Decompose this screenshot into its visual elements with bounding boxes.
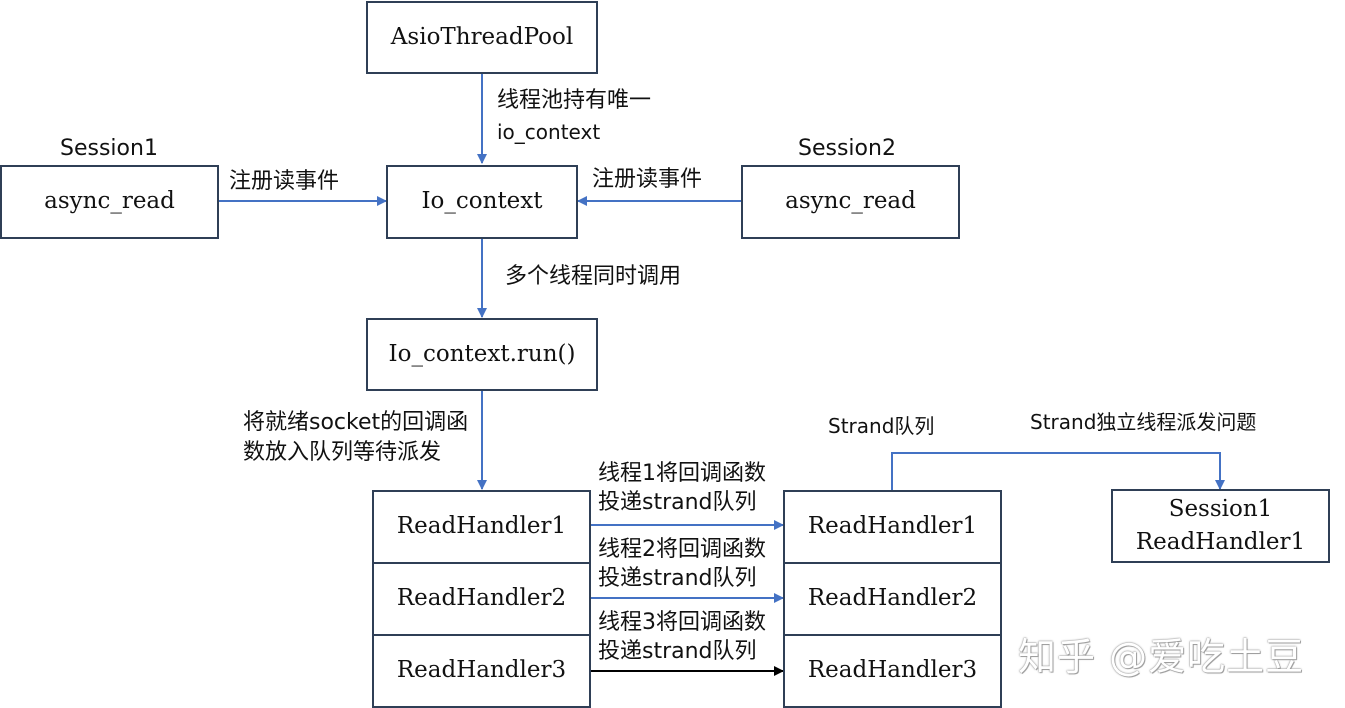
thread1-label-line1: 线程1将回调函数 [598, 461, 766, 486]
pool-unique-label-line2: io_context [497, 120, 601, 144]
thread-pool-box: AsioThreadPool [366, 1, 598, 74]
io-context-label: Io_context [421, 188, 543, 215]
register-read-right-label: 注册读事件 [592, 167, 703, 192]
queue-handler-2-label: ReadHandler2 [396, 585, 567, 612]
strand-handler-3: ReadHandler3 [783, 634, 1002, 708]
session1-async-read-label: async_read [44, 188, 175, 215]
pool-unique-label-line1: 线程池持有唯一 [497, 88, 652, 113]
thread-pool-label: AsioThreadPool [390, 23, 574, 50]
strand-dispatch-label: Strand独立线程派发问题 [1030, 410, 1257, 434]
queue-handler-3: ReadHandler3 [372, 634, 591, 708]
thread2-label-line2: 投递strand队列 [598, 566, 757, 591]
queue-handler-1-label: ReadHandler1 [396, 513, 567, 540]
thread1-label-line2: 投递strand队列 [598, 490, 757, 515]
session2-async-read-label: async_read [785, 188, 916, 215]
io-context-run-box: Io_context.run() [366, 318, 598, 391]
strand-handler-2: ReadHandler2 [783, 562, 1002, 636]
strand-handler-1: ReadHandler1 [783, 490, 1002, 564]
queue-handler-2: ReadHandler2 [372, 562, 591, 636]
strand-handler-1-label: ReadHandler1 [807, 513, 978, 540]
register-read-left-label: 注册读事件 [229, 169, 340, 194]
queue-handler-3-label: ReadHandler3 [396, 657, 567, 684]
dispatched-handler-box: Session1 ReadHandler1 [1111, 489, 1330, 563]
arrow-strand-to-dispatch [891, 452, 1225, 490]
session1-async-read-box: async_read [0, 165, 219, 239]
thread2-label-line1: 线程2将回调函数 [598, 537, 766, 562]
io-context-box: Io_context [386, 165, 578, 239]
strand-handler-2-label: ReadHandler2 [807, 585, 978, 612]
ready-callback-label-line2: 数放入队列等待派发 [243, 440, 442, 465]
dispatched-line-1: Session1 [1168, 495, 1273, 522]
watermark: 知乎 @爱吃土豆 [1018, 635, 1305, 679]
session2-async-read-box: async_read [741, 165, 960, 239]
strand-handler-3-label: ReadHandler3 [807, 657, 978, 684]
queue-handler-1: ReadHandler1 [372, 490, 591, 564]
dispatched-line-2: ReadHandler1 [1135, 529, 1306, 555]
multi-thread-call-label: 多个线程同时调用 [505, 264, 682, 289]
io-context-run-label: Io_context.run() [388, 340, 576, 367]
strand-queue-label: Strand队列 [828, 414, 935, 438]
session2-title: Session2 [798, 136, 896, 161]
session1-title: Session1 [60, 136, 158, 161]
thread3-label-line2: 投递strand队列 [598, 639, 757, 664]
thread3-label-line1: 线程3将回调函数 [598, 610, 766, 635]
ready-callback-label-line1: 将就绪socket的回调函 [243, 410, 469, 435]
